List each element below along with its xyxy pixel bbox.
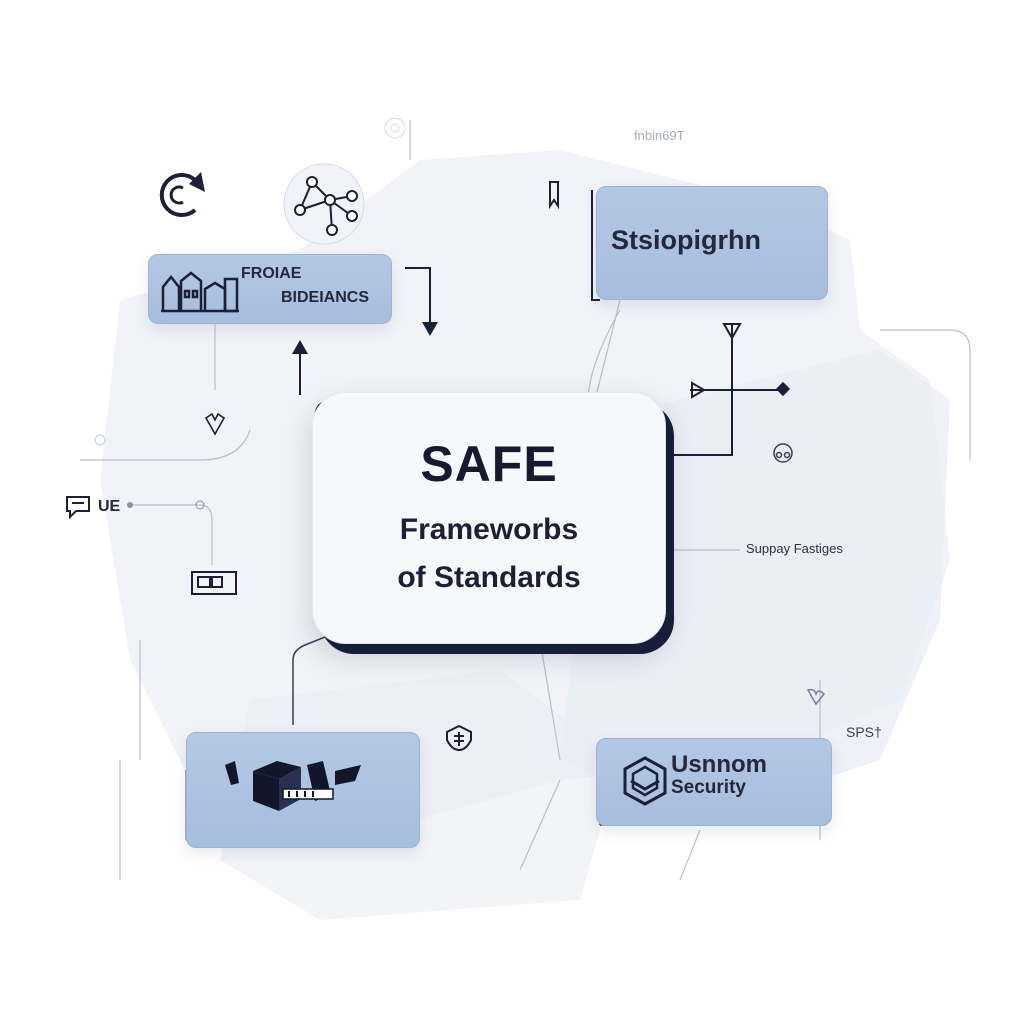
froiae-line2: BIDEIANCS: [281, 289, 370, 306]
gear-icon: [773, 443, 793, 463]
cube-graphic-box[interactable]: [186, 732, 420, 848]
hexagon-icon: [623, 756, 667, 806]
froiae-box[interactable]: FROIAE BIDEIANCS: [148, 254, 392, 324]
usnnom-line2: Security: [671, 777, 746, 798]
faint-top-label: fnbin69T: [634, 128, 685, 143]
usnnom-security-box[interactable]: Usnnom Security: [596, 738, 832, 826]
network-icon: [283, 163, 365, 245]
usnnom-line1: Usnnom: [671, 751, 767, 778]
grid-icon: [191, 571, 237, 595]
bookmark-icon: [549, 181, 559, 210]
diamond-marker-icon: [204, 412, 226, 436]
shield-icon: [446, 724, 472, 752]
refresh-icon: [159, 172, 205, 217]
connector-tl-down: [405, 267, 431, 328]
stsiopigrhn-label: Stsiopigrhn: [611, 225, 761, 255]
leaf-icon: [806, 688, 826, 706]
safe-title: SAFE: [420, 436, 558, 492]
stsiopigrhn-box[interactable]: Stsiopigrhn: [596, 186, 828, 300]
spst-label: SPS†: [846, 724, 882, 740]
connector-tr-down: [660, 325, 733, 456]
safe-subtitle-line1: Frameworbs: [399, 513, 579, 546]
building-icon: [161, 271, 239, 313]
froiae-line1: FROIAE: [241, 265, 302, 282]
safe-subtitle-line2: of Standards: [397, 561, 581, 594]
connector-tr-left: [591, 190, 600, 301]
supply-label: Suppay Fastiges: [746, 541, 843, 556]
cube-icon: [225, 761, 361, 811]
chat-icon: [66, 496, 90, 520]
safe-center-box[interactable]: SAFE Frameworbs of Standards: [312, 392, 666, 644]
ue-label: UE: [98, 498, 121, 515]
connectors: [185, 190, 791, 841]
